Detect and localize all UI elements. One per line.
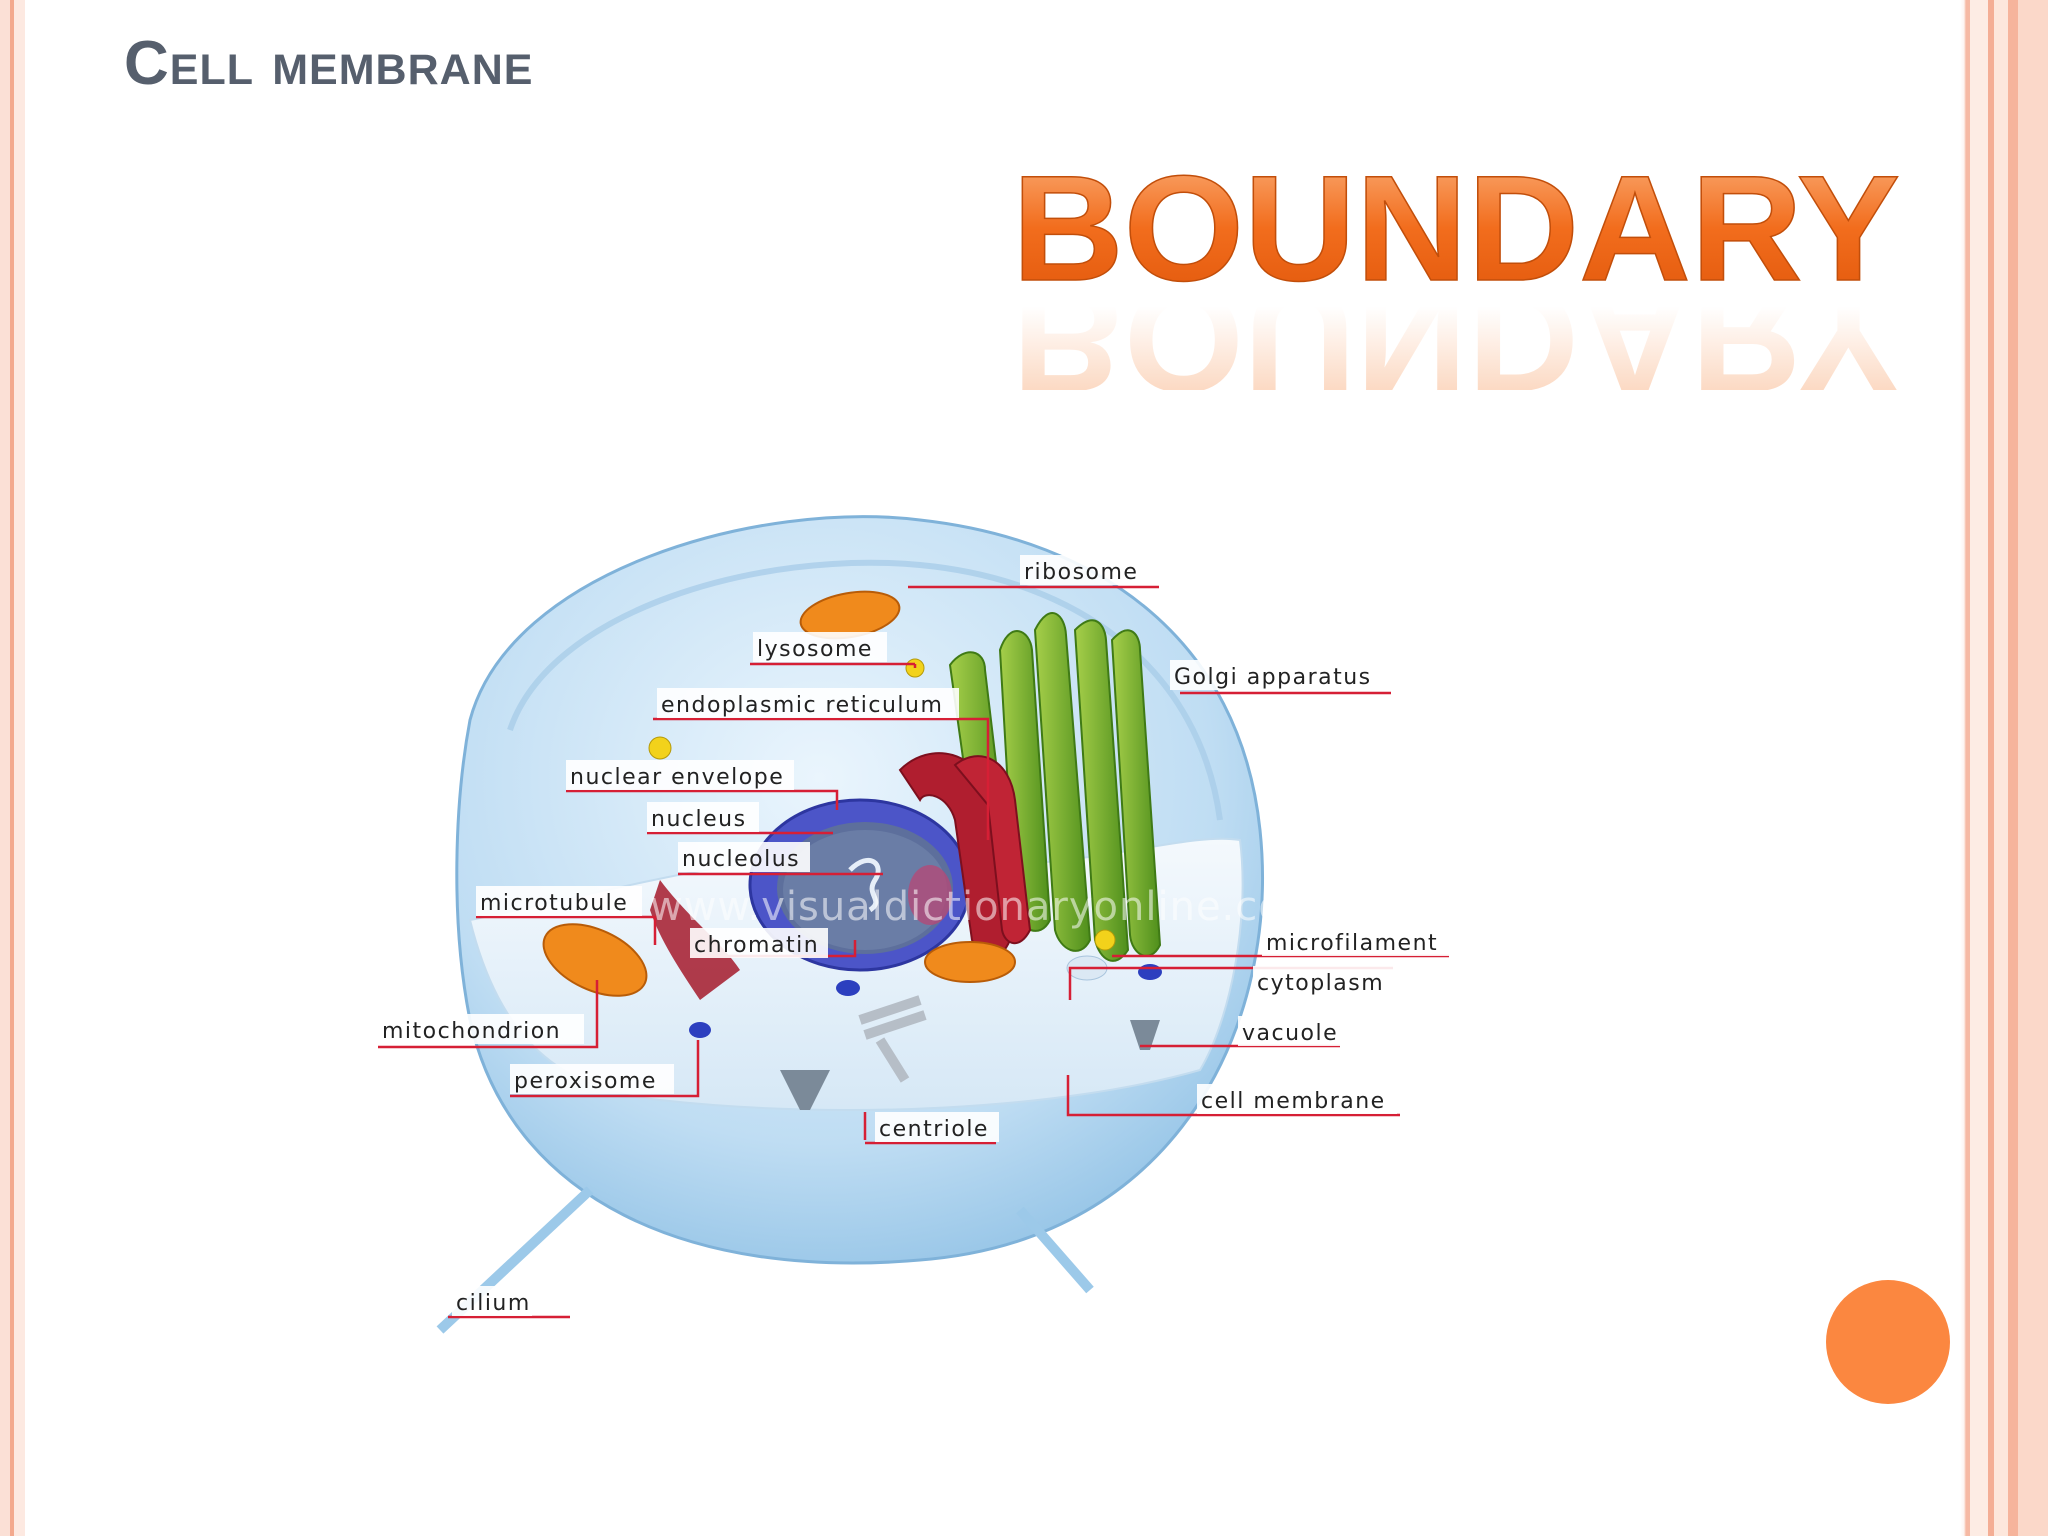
label-vacuole: vacuole [1242, 1021, 1338, 1046]
label-mitochondrion: mitochondrion [382, 1019, 561, 1044]
label-chromatin: chromatin [694, 933, 819, 958]
labels: ribosome lysosome Golgi apparatus endopl… [378, 555, 1452, 1316]
right-border-decoration [1960, 0, 2048, 1536]
label-endoplasmic-reticulum: endoplasmic reticulum [661, 693, 943, 718]
animal-cell-diagram: www.visualdictionaryonline.com ribosome … [378, 515, 1452, 1334]
label-centriole: centriole [879, 1117, 989, 1142]
label-lysosome: lysosome [757, 637, 873, 662]
decorative-orange-circle [1826, 1280, 1950, 1404]
boundary-word-text: BOUNDARY [1012, 144, 1900, 312]
label-nucleus: nucleus [651, 807, 747, 832]
label-cell-membrane: cell membrane [1201, 1089, 1386, 1114]
label-ribosome: ribosome [1024, 560, 1138, 585]
label-cilium: cilium [456, 1291, 531, 1316]
slide-title: Cell membrane [124, 29, 534, 98]
boundary-word-reflection: BOUNDARY [1012, 256, 1900, 390]
watermark-text: www.visualdictionaryonline.com [650, 884, 1324, 930]
label-nucleolus: nucleolus [682, 847, 800, 872]
label-nuclear-envelope: nuclear envelope [570, 765, 784, 790]
label-microfilament: microfilament [1266, 931, 1438, 956]
label-peroxisome: peroxisome [514, 1069, 657, 1094]
label-golgi-apparatus: Golgi apparatus [1174, 665, 1372, 690]
label-microtubule: microtubule [480, 891, 628, 916]
left-border-decoration [0, 0, 25, 1536]
label-cytoplasm: cytoplasm [1257, 971, 1384, 996]
boundary-wordart: BOUNDARY BOUNDARY [1012, 143, 1901, 390]
